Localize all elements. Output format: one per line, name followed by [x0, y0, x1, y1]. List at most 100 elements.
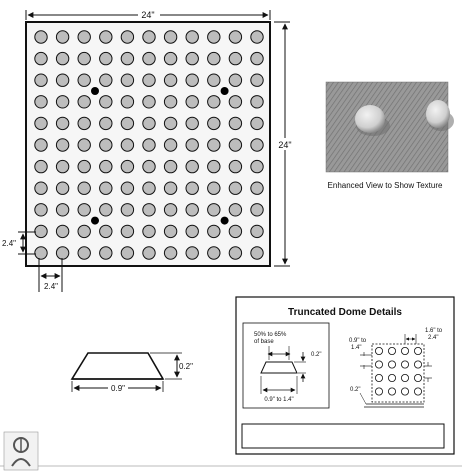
- spacing-dome: [413, 387, 422, 396]
- dome: [142, 95, 156, 109]
- spacing-dome: [413, 373, 422, 382]
- dome: [207, 73, 221, 87]
- dome: [185, 51, 199, 66]
- dome: [228, 30, 243, 44]
- dome: [99, 73, 113, 87]
- dome: [77, 138, 91, 152]
- dome: [77, 116, 91, 131]
- dome: [55, 181, 70, 195]
- dome: [228, 73, 243, 87]
- dome: [99, 51, 113, 66]
- profile-height-label: 0.2": [179, 362, 193, 371]
- dome: [34, 51, 48, 66]
- dome: [77, 159, 91, 174]
- orientation-marker: [91, 216, 99, 225]
- dome: [228, 246, 243, 260]
- dome: [77, 30, 91, 44]
- spacing-dome: [387, 373, 396, 382]
- dome: [163, 30, 178, 44]
- detail-dome-shape: [260, 361, 298, 374]
- dome: [228, 181, 243, 195]
- dome: [250, 138, 264, 152]
- spacing-dome: [387, 346, 396, 355]
- dome: [99, 246, 113, 260]
- dome: [163, 203, 178, 217]
- spacing-dome: [400, 346, 409, 355]
- dome: [185, 116, 199, 131]
- dome: [185, 30, 199, 44]
- top-pct-label-line2: of base: [254, 339, 274, 345]
- dome: [55, 159, 70, 174]
- dome: [120, 246, 135, 260]
- dome: [120, 138, 135, 152]
- dome: [185, 246, 199, 260]
- dome: [120, 73, 135, 87]
- dome: [163, 51, 178, 66]
- dome-grid: [34, 30, 264, 260]
- spacing-dome: [374, 373, 383, 382]
- dome: [163, 138, 178, 152]
- dome: [77, 224, 91, 239]
- dome: [120, 30, 135, 44]
- spacing-dome: [400, 373, 409, 382]
- spacing-right-label-line2: 2.4": [428, 335, 438, 341]
- dome: [185, 159, 199, 174]
- orientation-marker: [220, 216, 229, 225]
- dome: [34, 181, 48, 195]
- dome: [99, 30, 113, 44]
- spacing-dome: [374, 360, 383, 369]
- dome: [77, 246, 91, 260]
- dome: [163, 116, 178, 131]
- dome: [163, 73, 178, 87]
- spacing-dome: [387, 387, 396, 396]
- dome: [55, 203, 70, 217]
- dome: [120, 224, 135, 239]
- dome: [77, 95, 91, 109]
- dome: [99, 181, 113, 195]
- texture-dome: [355, 105, 385, 133]
- dome: [207, 224, 221, 239]
- dome: [99, 224, 113, 239]
- dome: [34, 159, 48, 174]
- details-title: Truncated Dome Details: [288, 307, 402, 318]
- dome: [228, 116, 243, 131]
- tile-height-label: 24": [278, 140, 291, 150]
- profile-base-label: 0.9": [111, 384, 125, 393]
- dome: [250, 30, 264, 44]
- dome: [250, 224, 264, 239]
- texture-dome: [426, 100, 450, 128]
- dome: [34, 138, 48, 152]
- dome: [163, 224, 178, 239]
- dome: [142, 30, 156, 44]
- orientation-marker: [220, 87, 229, 95]
- dome: [34, 224, 48, 239]
- dome: [34, 73, 48, 87]
- dome: [142, 181, 156, 195]
- dome: [228, 203, 243, 217]
- dome: [120, 181, 135, 195]
- detail-height-label: 0.2": [311, 352, 321, 358]
- dome: [185, 138, 199, 152]
- row-spacing-label: 2.4": [2, 239, 16, 248]
- dome: [120, 116, 135, 131]
- dome: [55, 138, 70, 152]
- tile-height-dimension: 24": [274, 21, 293, 267]
- dome-spacing-dimension: 2.4": [38, 258, 63, 292]
- spacing-dome: [374, 346, 383, 355]
- dome: [77, 181, 91, 195]
- dome: [34, 116, 48, 131]
- dome: [250, 203, 264, 217]
- dome: [185, 224, 199, 239]
- dome: [228, 159, 243, 174]
- orientation-marker: [91, 87, 99, 95]
- dome: [250, 246, 264, 260]
- dome: [142, 159, 156, 174]
- dome: [163, 159, 178, 174]
- dome: [142, 116, 156, 131]
- dome: [77, 203, 91, 217]
- dome: [228, 95, 243, 109]
- spacing-dome: [413, 360, 422, 369]
- dome: [250, 95, 264, 109]
- details-caption-box: [241, 423, 445, 449]
- dome: [207, 181, 221, 195]
